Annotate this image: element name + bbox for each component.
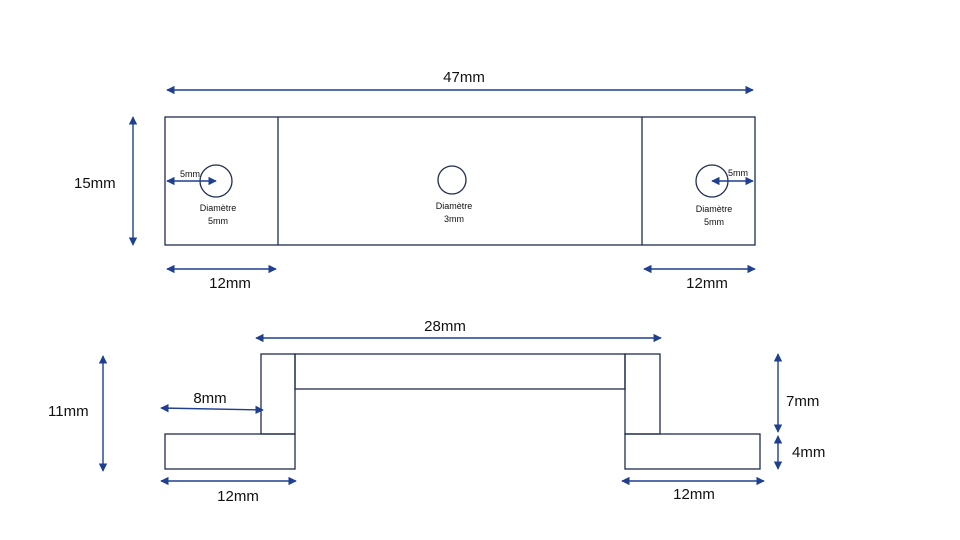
left-hole-label-line1: Diamètre	[200, 203, 237, 213]
right-hole-offset-label: 5mm	[728, 168, 748, 178]
left-hole-offset-label: 5mm	[180, 169, 200, 179]
right-foot-dimension-label: 12mm	[673, 486, 715, 503]
right-foot	[624, 433, 761, 470]
right-section-dimension-label: 12mm	[686, 275, 728, 292]
riser-offset-dimension-label: 8mm	[193, 390, 226, 407]
total-height-dimension-label: 11mm	[48, 403, 89, 420]
length-dimension-label: 47mm	[443, 69, 485, 86]
left-foot	[164, 433, 296, 470]
top-view: 47mm 15mm 12mm 12mm 5mm Diamètre 5mm Dia…	[74, 69, 756, 292]
bridge	[294, 353, 626, 390]
right-riser	[624, 353, 661, 435]
inner-span-dimension-label: 28mm	[424, 318, 466, 335]
right-hole-label-line1: Diamètre	[696, 204, 733, 214]
riser-offset-dimension-line	[160, 403, 264, 415]
top-view-outline	[164, 116, 756, 246]
left-section-dimension-label: 12mm	[209, 275, 251, 292]
center-hole	[437, 165, 467, 195]
left-hole-label-line2: 5mm	[208, 216, 228, 226]
left-riser	[260, 353, 296, 435]
upper-height-dimension-label: 7mm	[786, 393, 819, 410]
right-hole-label-line2: 5mm	[704, 217, 724, 227]
height-dimension-label: 15mm	[74, 175, 116, 192]
left-foot-dimension-label: 12mm	[217, 488, 259, 505]
center-hole-label-line2: 3mm	[444, 214, 464, 224]
foot-height-dimension-label: 4mm	[792, 444, 825, 461]
side-view: 28mm 11mm 8mm 7mm 4mm 12mm 12mm	[48, 318, 825, 505]
center-hole-label-line1: Diamètre	[436, 201, 473, 211]
